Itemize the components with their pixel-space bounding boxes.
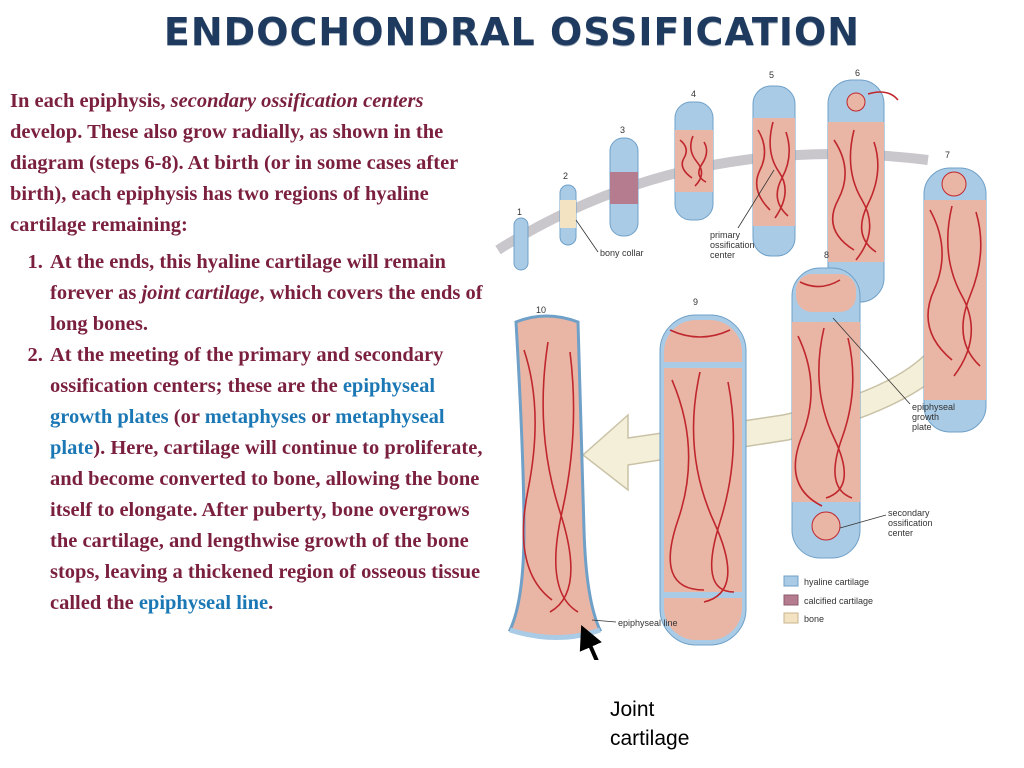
list-text: . [268,592,274,614]
label-primary-center-2: ossification [710,240,755,250]
step-number: 8 [824,250,829,260]
legend-label: calcified cartilage [804,596,873,606]
step-number: 6 [855,68,860,78]
list-item: At the ends, this hyaline cartilage will… [48,247,488,340]
ossification-diagram: 1 2 3 4 5 6 7 8 9 10 bony collar primary… [495,68,987,660]
legend-label: bone [804,614,824,624]
term-metaphyseal-plate: metaphyseal plate [50,406,445,459]
label-primary-center-3: center [710,250,735,260]
joint-label-line-1: Joint [610,698,655,721]
label-secondary-center-2: ossification [888,518,933,528]
marrow-shape-9 [664,320,742,640]
vessels-step-5 [755,121,790,219]
legend-swatch-bone [783,612,799,624]
marrow-shape [675,130,713,192]
vessels-step-8 [794,279,854,507]
progression-arrow [581,299,971,492]
step-number: 9 [693,297,698,307]
secondary-center-shape-7 [941,171,967,197]
vessels-step-9 [669,329,735,603]
legend: hyaline cartilage calcified cartilage bo… [783,575,873,624]
epiphysis-top-8 [796,274,856,312]
term-metaphyses: metaphyses [204,406,307,428]
step-number: 5 [769,70,774,80]
joint-cartilage-label: Joint cartilage [610,695,689,753]
callout-labels: bony collar primary ossification center … [575,169,955,628]
label-bony-collar: bony collar [600,248,644,258]
label-primary-center-1: primary [710,230,741,240]
label-epiphyseal-line: epiphyseal line [618,618,678,628]
joint-pointer-arrow [579,625,602,660]
label-secondary-center-3: center [888,528,913,538]
list-text: or [306,406,336,428]
numbered-list: At the ends, this hyaline cartilage will… [10,247,488,619]
step-number: 4 [691,89,696,99]
legend-swatch-calcified [783,594,799,606]
bone-step-10 [507,314,603,639]
intro-paragraph: In each epiphysis, secondary ossificatio… [10,86,488,241]
intro-text: In each epiphysis, [10,90,171,112]
marrow-shape-7 [924,200,986,400]
label-growth-plate-1: epiphyseal [912,402,955,412]
list-text: (or [168,406,205,428]
step-number: 10 [536,305,546,315]
calcified-region-shape [610,172,638,204]
label-secondary-center-1: secondary [888,508,930,518]
label-growth-plate-3: plate [912,422,932,432]
intro-emphasis: secondary ossification centers [170,90,424,112]
secondary-center-shape-8 [811,511,841,541]
bony-collar-shape [560,200,576,228]
step-number: 7 [945,150,950,160]
intro-text-rest: develop. These also grow radially, as sh… [10,121,458,236]
list-emphasis: joint cartilage [141,282,260,304]
vessels-step-4 [679,135,708,187]
secondary-center-shape [846,92,866,112]
growth-plate-bottom-9 [664,592,742,598]
term-epiphyseal-line: epiphyseal line [138,592,269,614]
vessels-step-10 [522,341,579,613]
legend-swatch-hyaline [783,575,799,587]
list-text: ). Here, cartilage will continue to prol… [50,437,483,614]
list-text: At the ends, this hyaline cartilage will… [50,251,446,304]
list-text: At the meeting of the primary and second… [50,344,444,397]
step-number: 2 [563,171,568,181]
legend-label: hyaline cartilage [804,577,869,587]
page-title: ENDOCHONDRAL OSSIFICATION [163,10,861,54]
body-text: In each epiphysis, secondary ossificatio… [10,86,488,619]
step-number: 3 [620,125,625,135]
list-item: At the meeting of the primary and second… [48,340,488,619]
growth-plate-top-9 [664,362,742,368]
joint-label-line-2: cartilage [610,727,690,750]
vessels-step-7 [927,205,982,377]
list-text: , which covers the ends of long bones. [50,282,483,335]
vessels-step-6 [831,91,899,261]
term-growth-plates: epiphyseal growth plates [50,375,436,428]
step-numbers: 1 2 3 4 5 6 7 8 9 10 [517,68,950,315]
bone-step-1 [513,217,529,271]
label-growth-plate-2: growth [912,412,939,422]
step-number: 1 [517,207,522,217]
